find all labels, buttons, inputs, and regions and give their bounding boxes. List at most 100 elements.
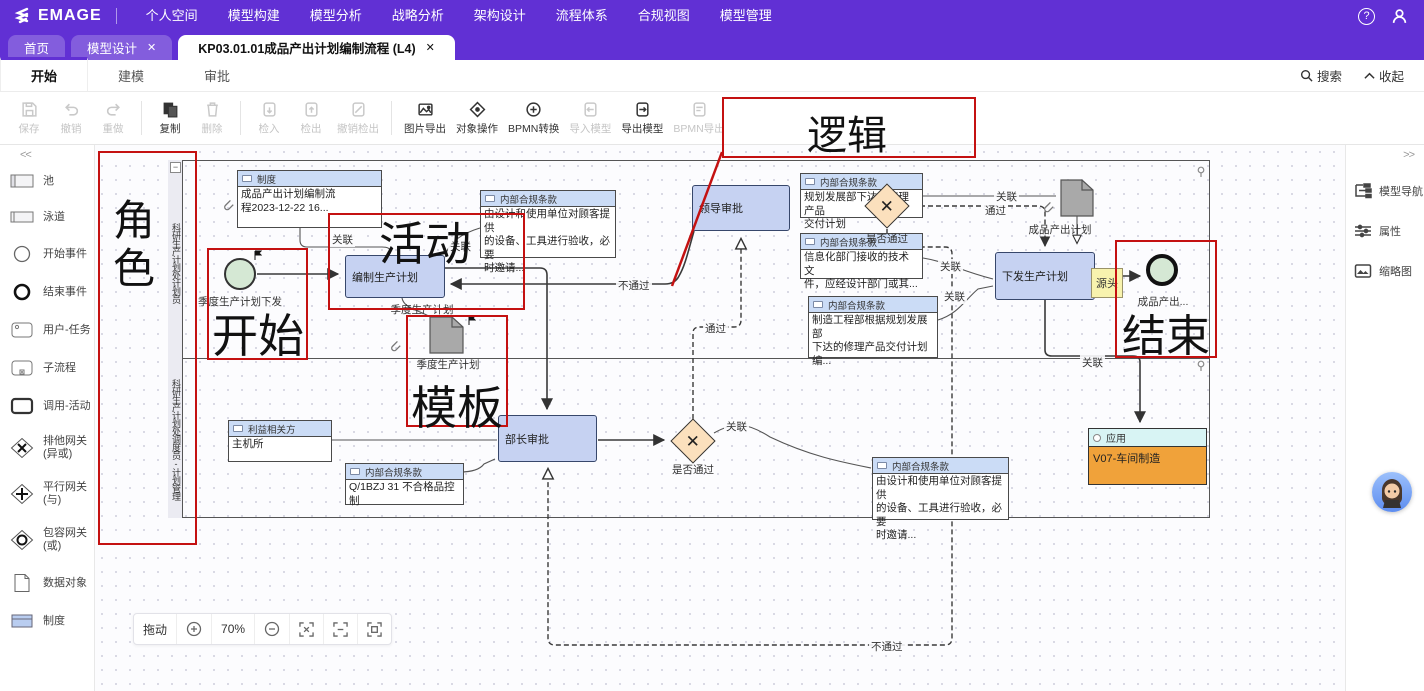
copy-button[interactable]: 复制: [149, 101, 191, 136]
fit-screen-icon: [367, 621, 382, 637]
source-badge[interactable]: 源头: [1091, 268, 1123, 298]
toolbar-separator: [141, 101, 142, 135]
tab-home[interactable]: 首页: [8, 35, 66, 60]
tab-model-design[interactable]: 模型设计 ✕: [71, 35, 173, 60]
note-compliance-2[interactable]: 内部合规条款 规划发展部下达的修理产品交付计划: [800, 173, 923, 230]
help-icon[interactable]: ?: [1358, 7, 1375, 25]
ribbon-tab-approval[interactable]: 审批: [204, 69, 231, 84]
tab-bar: 首页 模型设计 ✕ KP03.01.01成品产出计划编制流程 (L4) ✕: [0, 32, 1424, 60]
note-compliance-6[interactable]: 内部合规条款 由设计和使用单位对顾客提供的设备、工具进行验收，必要时邀请...: [872, 457, 1009, 541]
task-leader-approval[interactable]: 领导审批: [692, 185, 790, 231]
top-nav: EMAGE 个人空间 模型构建 模型分析 战略分析 架构设计 流程体系 合规视图…: [0, 0, 1424, 32]
palette-item-inclusive-gateway[interactable]: 包容网关(或): [0, 517, 94, 563]
zoom-out-button[interactable]: [255, 614, 291, 644]
bpmn-export-button[interactable]: BPMN导出: [668, 101, 729, 136]
palette-item-end-event[interactable]: 结束事件: [0, 273, 94, 311]
application-node[interactable]: 应用 V07-车间制造: [1088, 428, 1207, 485]
edge-label-fail: 不通过: [869, 639, 905, 654]
note-regulation[interactable]: 制度 成品产出计划编制流程2023-12-22 16...: [237, 170, 382, 228]
note-type-icon: [805, 238, 815, 245]
palette-item-parallel-gateway[interactable]: 平行网关(与): [0, 471, 94, 517]
panel-item-model-navigation[interactable]: 模型导航: [1346, 171, 1424, 211]
pool-collapse-icon[interactable]: −: [170, 162, 181, 173]
export-model-button[interactable]: 导出模型: [616, 101, 668, 136]
object-ops-icon: [469, 101, 485, 117]
palette-item-start-event[interactable]: 开始事件: [0, 235, 94, 273]
palette-item-user-task[interactable]: 用户-任务: [0, 311, 94, 349]
nav-item-strategy[interactable]: 战略分析: [391, 8, 444, 23]
undo-button[interactable]: 撤销: [50, 101, 92, 136]
emage-logo[interactable]: EMAGE: [0, 7, 112, 25]
palette-item-call-activity[interactable]: 调用-活动: [0, 387, 94, 425]
minus-circle-icon: [264, 621, 280, 637]
tab-active-document[interactable]: KP03.01.01成品产出计划编制流程 (L4) ✕: [178, 35, 455, 60]
fit-width-button[interactable]: [324, 614, 359, 644]
save-icon: [21, 101, 37, 117]
bpmn-convert-button[interactable]: BPMN转换: [503, 101, 564, 136]
import-model-icon: [584, 101, 597, 117]
save-button[interactable]: 保存: [8, 101, 50, 136]
palette-item-pool[interactable]: 池: [0, 163, 94, 199]
nav-item-model-analysis[interactable]: 模型分析: [309, 8, 362, 23]
ribbon-tab-modeling[interactable]: 建模: [118, 69, 145, 84]
ribbon: 开始 建模 审批 搜索 收起: [0, 57, 1424, 92]
nav-item-process-system[interactable]: 流程体系: [555, 8, 608, 23]
note-stakeholder[interactable]: 利益相关方 主机所: [228, 420, 332, 462]
zoom-level[interactable]: 70%: [212, 614, 256, 644]
pool-header[interactable]: [168, 160, 183, 518]
drag-mode-button[interactable]: 拖动: [134, 614, 178, 644]
nav-item-architecture[interactable]: 架构设计: [473, 8, 526, 23]
delete-button[interactable]: 删除: [191, 101, 233, 136]
nav-item-personal[interactable]: 个人空间: [145, 8, 198, 23]
ribbon-tab-start[interactable]: 开始: [0, 57, 89, 91]
right-panel-collapse-button[interactable]: >>: [1403, 149, 1415, 161]
note-compliance-1[interactable]: 内部合规条款 由设计和使用单位对顾客提供的设备、工具进行验收，必要时邀请...: [480, 190, 616, 274]
task-minister-approval[interactable]: 部长审批: [498, 415, 597, 462]
note-type-icon: [877, 462, 887, 469]
object-ops-button[interactable]: 对象操作: [451, 101, 503, 136]
user-icon[interactable]: [1391, 8, 1408, 25]
panel-item-thumbnail[interactable]: 缩略图: [1346, 251, 1424, 291]
close-icon[interactable]: ✕: [147, 42, 157, 54]
edge-label-assoc: 关联: [942, 289, 967, 304]
checkout-button[interactable]: 检出: [290, 101, 332, 136]
undo-checkout-button[interactable]: 撤销检出: [332, 101, 384, 136]
start-event[interactable]: [224, 258, 256, 290]
fit-reset-button[interactable]: [290, 614, 325, 644]
copy-icon: [163, 102, 177, 117]
nav-item-model-manage[interactable]: 模型管理: [719, 8, 772, 23]
assoc-doc-label: 季度生产计划: [390, 304, 454, 316]
note-compliance-5[interactable]: 内部合规条款 Q/1BZJ 31 不合格品控制: [345, 463, 464, 507]
palette-item-lane[interactable]: 泳道: [0, 199, 94, 235]
task-issue-plan[interactable]: 下发生产计划: [995, 252, 1095, 300]
palette-item-data-object[interactable]: 数据对象: [0, 563, 94, 603]
note-compliance-4[interactable]: 内部合规条款 制造工程部根据规划发展部下达的修理产品交付计划编...: [808, 296, 938, 367]
nav-item-model-build[interactable]: 模型构建: [227, 8, 280, 23]
palette-item-xor-gateway[interactable]: 排他网关(异或): [0, 425, 94, 471]
search-button[interactable]: 搜索: [1300, 66, 1342, 85]
emage-logo-text: EMAGE: [38, 7, 102, 24]
palette-item-regulation[interactable]: 制度: [0, 603, 94, 639]
export-image-button[interactable]: 图片导出: [399, 101, 451, 136]
undo-icon: [64, 103, 78, 116]
checkin-button[interactable]: 检入: [248, 101, 290, 136]
call-activity-icon: [10, 397, 34, 415]
xor-icon: ✕: [685, 431, 701, 451]
palette-item-subprocess[interactable]: 子流程: [0, 349, 94, 387]
end-event[interactable]: [1146, 254, 1178, 286]
import-model-button[interactable]: 导入模型: [564, 101, 616, 136]
collapse-toolbar-button[interactable]: 收起: [1364, 66, 1404, 85]
assistant-avatar[interactable]: [1372, 472, 1412, 512]
note-type-icon: [350, 468, 360, 475]
edge-label-assoc: 关联: [938, 259, 963, 274]
fit-screen-button[interactable]: [358, 614, 391, 644]
panel-item-properties[interactable]: 属性: [1346, 211, 1424, 251]
checkout-icon: [304, 101, 318, 117]
nav-item-compliance-view[interactable]: 合规视图: [637, 8, 690, 23]
nav-divider: [115, 8, 117, 24]
zoom-in-button[interactable]: [177, 614, 213, 644]
palette-collapse-button[interactable]: <<: [20, 149, 32, 161]
close-icon[interactable]: ✕: [425, 42, 435, 54]
redo-button[interactable]: 重做: [92, 101, 134, 136]
task-compile-plan[interactable]: 编制生产计划: [345, 255, 445, 298]
